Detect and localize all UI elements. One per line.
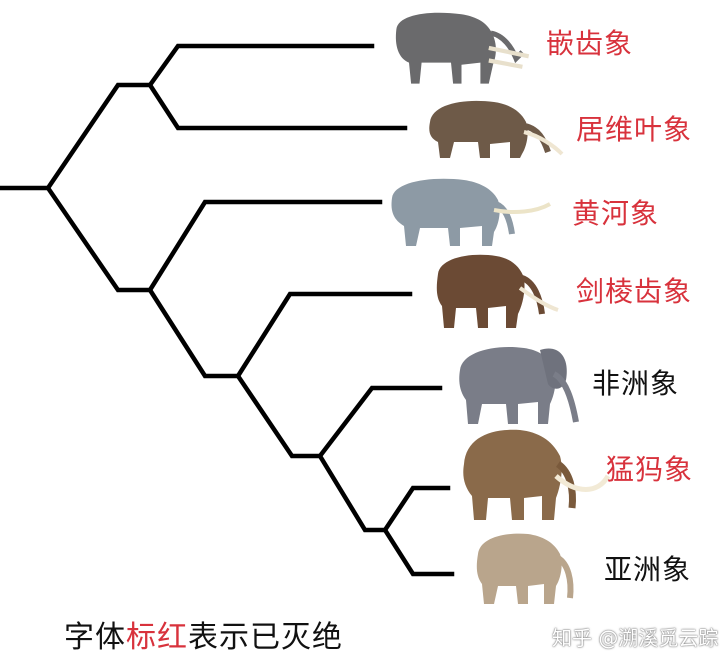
- branch-palaeoloxodon: [234, 291, 413, 380]
- taxon-label-cuvieronius: 居维叶象: [576, 113, 693, 146]
- branch-gomphotherium: [146, 43, 375, 89]
- elephant-mammoth-icon: [463, 429, 611, 520]
- taxon-label-asian: 亚洲象: [604, 553, 692, 586]
- elephant-asian-icon: [476, 533, 574, 604]
- branch-cuvieronius: [146, 81, 408, 131]
- elephant-palaeoloxodon-icon: [436, 254, 559, 328]
- elephant-african-icon: [459, 346, 579, 424]
- branch-mammoth: [381, 485, 451, 534]
- branch-asian: [381, 526, 455, 577]
- branch-clade-d: [234, 372, 323, 459]
- legend-highlight: 标红: [126, 620, 188, 655]
- taxon-label-stegodon: 黄河象: [572, 197, 660, 230]
- elephant-cuvieronius-icon: [429, 100, 564, 158]
- branch-stegodon: [146, 199, 383, 294]
- branch-african: [316, 385, 443, 460]
- branch-clade-a: [44, 82, 153, 192]
- branch-clade-c: [146, 286, 241, 379]
- legend-suffix: 表示已灭绝: [188, 620, 343, 655]
- legend-prefix: 字体: [64, 620, 126, 655]
- legend-note: 字体标红表示已灭绝: [64, 612, 343, 656]
- branch-clade-b: [44, 184, 153, 293]
- taxon-label-gomphotherium: 嵌齿象: [546, 27, 634, 60]
- elephant-gomphotherium-icon: [395, 12, 530, 84]
- taxon-label-mammoth: 猛犸象: [606, 453, 694, 486]
- taxon-label-african: 非洲象: [592, 367, 680, 400]
- branch-clade-e: [316, 452, 388, 533]
- taxon-label-palaeoloxodon: 剑棱齿象: [576, 275, 693, 308]
- watermark: 知乎 @溯溪觅云踪: [552, 626, 719, 650]
- elephant-stegodon-icon: [391, 178, 551, 246]
